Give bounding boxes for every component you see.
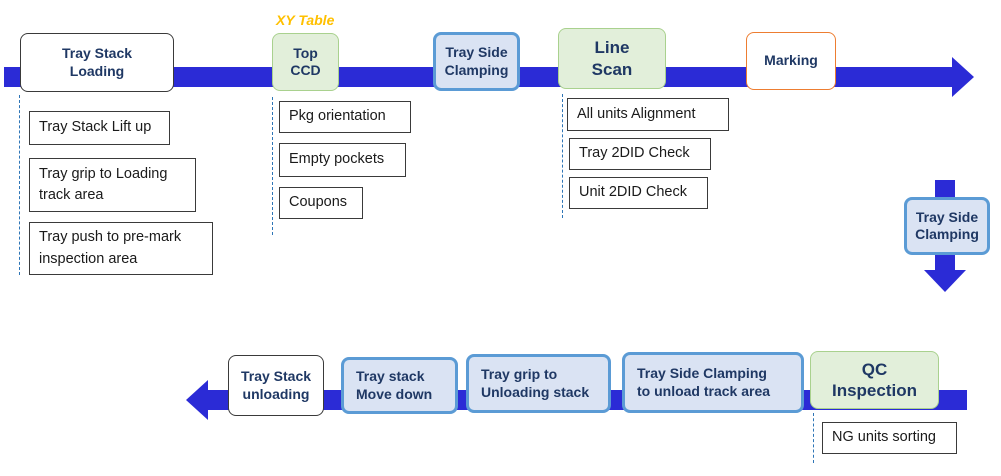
stage-marking: Marking [746,32,836,90]
detail-unit-2did-check: Unit 2DID Check [569,177,708,209]
stage-tray-side-clamping-unload: Tray Side Clamping to unload track area [622,352,804,413]
connector-qc [813,413,814,463]
stage-transfer-tray-side-clamping: Tray Side Clamping [904,197,990,255]
top-process-arrow-head [952,57,974,97]
xy-table-label: XY Table [276,12,335,28]
down-arrow-head [924,270,966,292]
stage-tray-stack-unloading: Tray Stack unloading [228,355,324,416]
stage-tray-stack-loading: Tray Stack Loading [20,33,174,92]
stage-qc-inspection: QC Inspection [810,351,939,409]
stage-top-ccd: Top CCD [272,33,339,91]
detail-tray-push-premark: Tray push to pre-mark inspection area [29,222,213,275]
connector-line-scan [562,94,563,218]
detail-all-units-alignment: All units Alignment [567,98,729,131]
detail-empty-pockets: Empty pockets [279,143,406,177]
stage-tray-stack-move-down: Tray stack Move down [341,357,458,414]
connector-loading [19,95,20,275]
stage-tray-grip-unloading: Tray grip to Unloading stack [466,354,611,413]
detail-tray-stack-lift-up: Tray Stack Lift up [29,111,170,145]
stage-tray-side-clamping: Tray Side Clamping [433,32,520,91]
bottom-process-arrow-head [186,380,208,420]
detail-tray-2did-check: Tray 2DID Check [569,138,711,170]
detail-pkg-orientation: Pkg orientation [279,101,411,133]
detail-coupons: Coupons [279,187,363,219]
detail-tray-grip-loading: Tray grip to Loading track area [29,158,196,212]
connector-top-ccd [272,97,273,235]
detail-ng-units-sorting: NG units sorting [822,422,957,454]
stage-line-scan: Line Scan [558,28,666,89]
